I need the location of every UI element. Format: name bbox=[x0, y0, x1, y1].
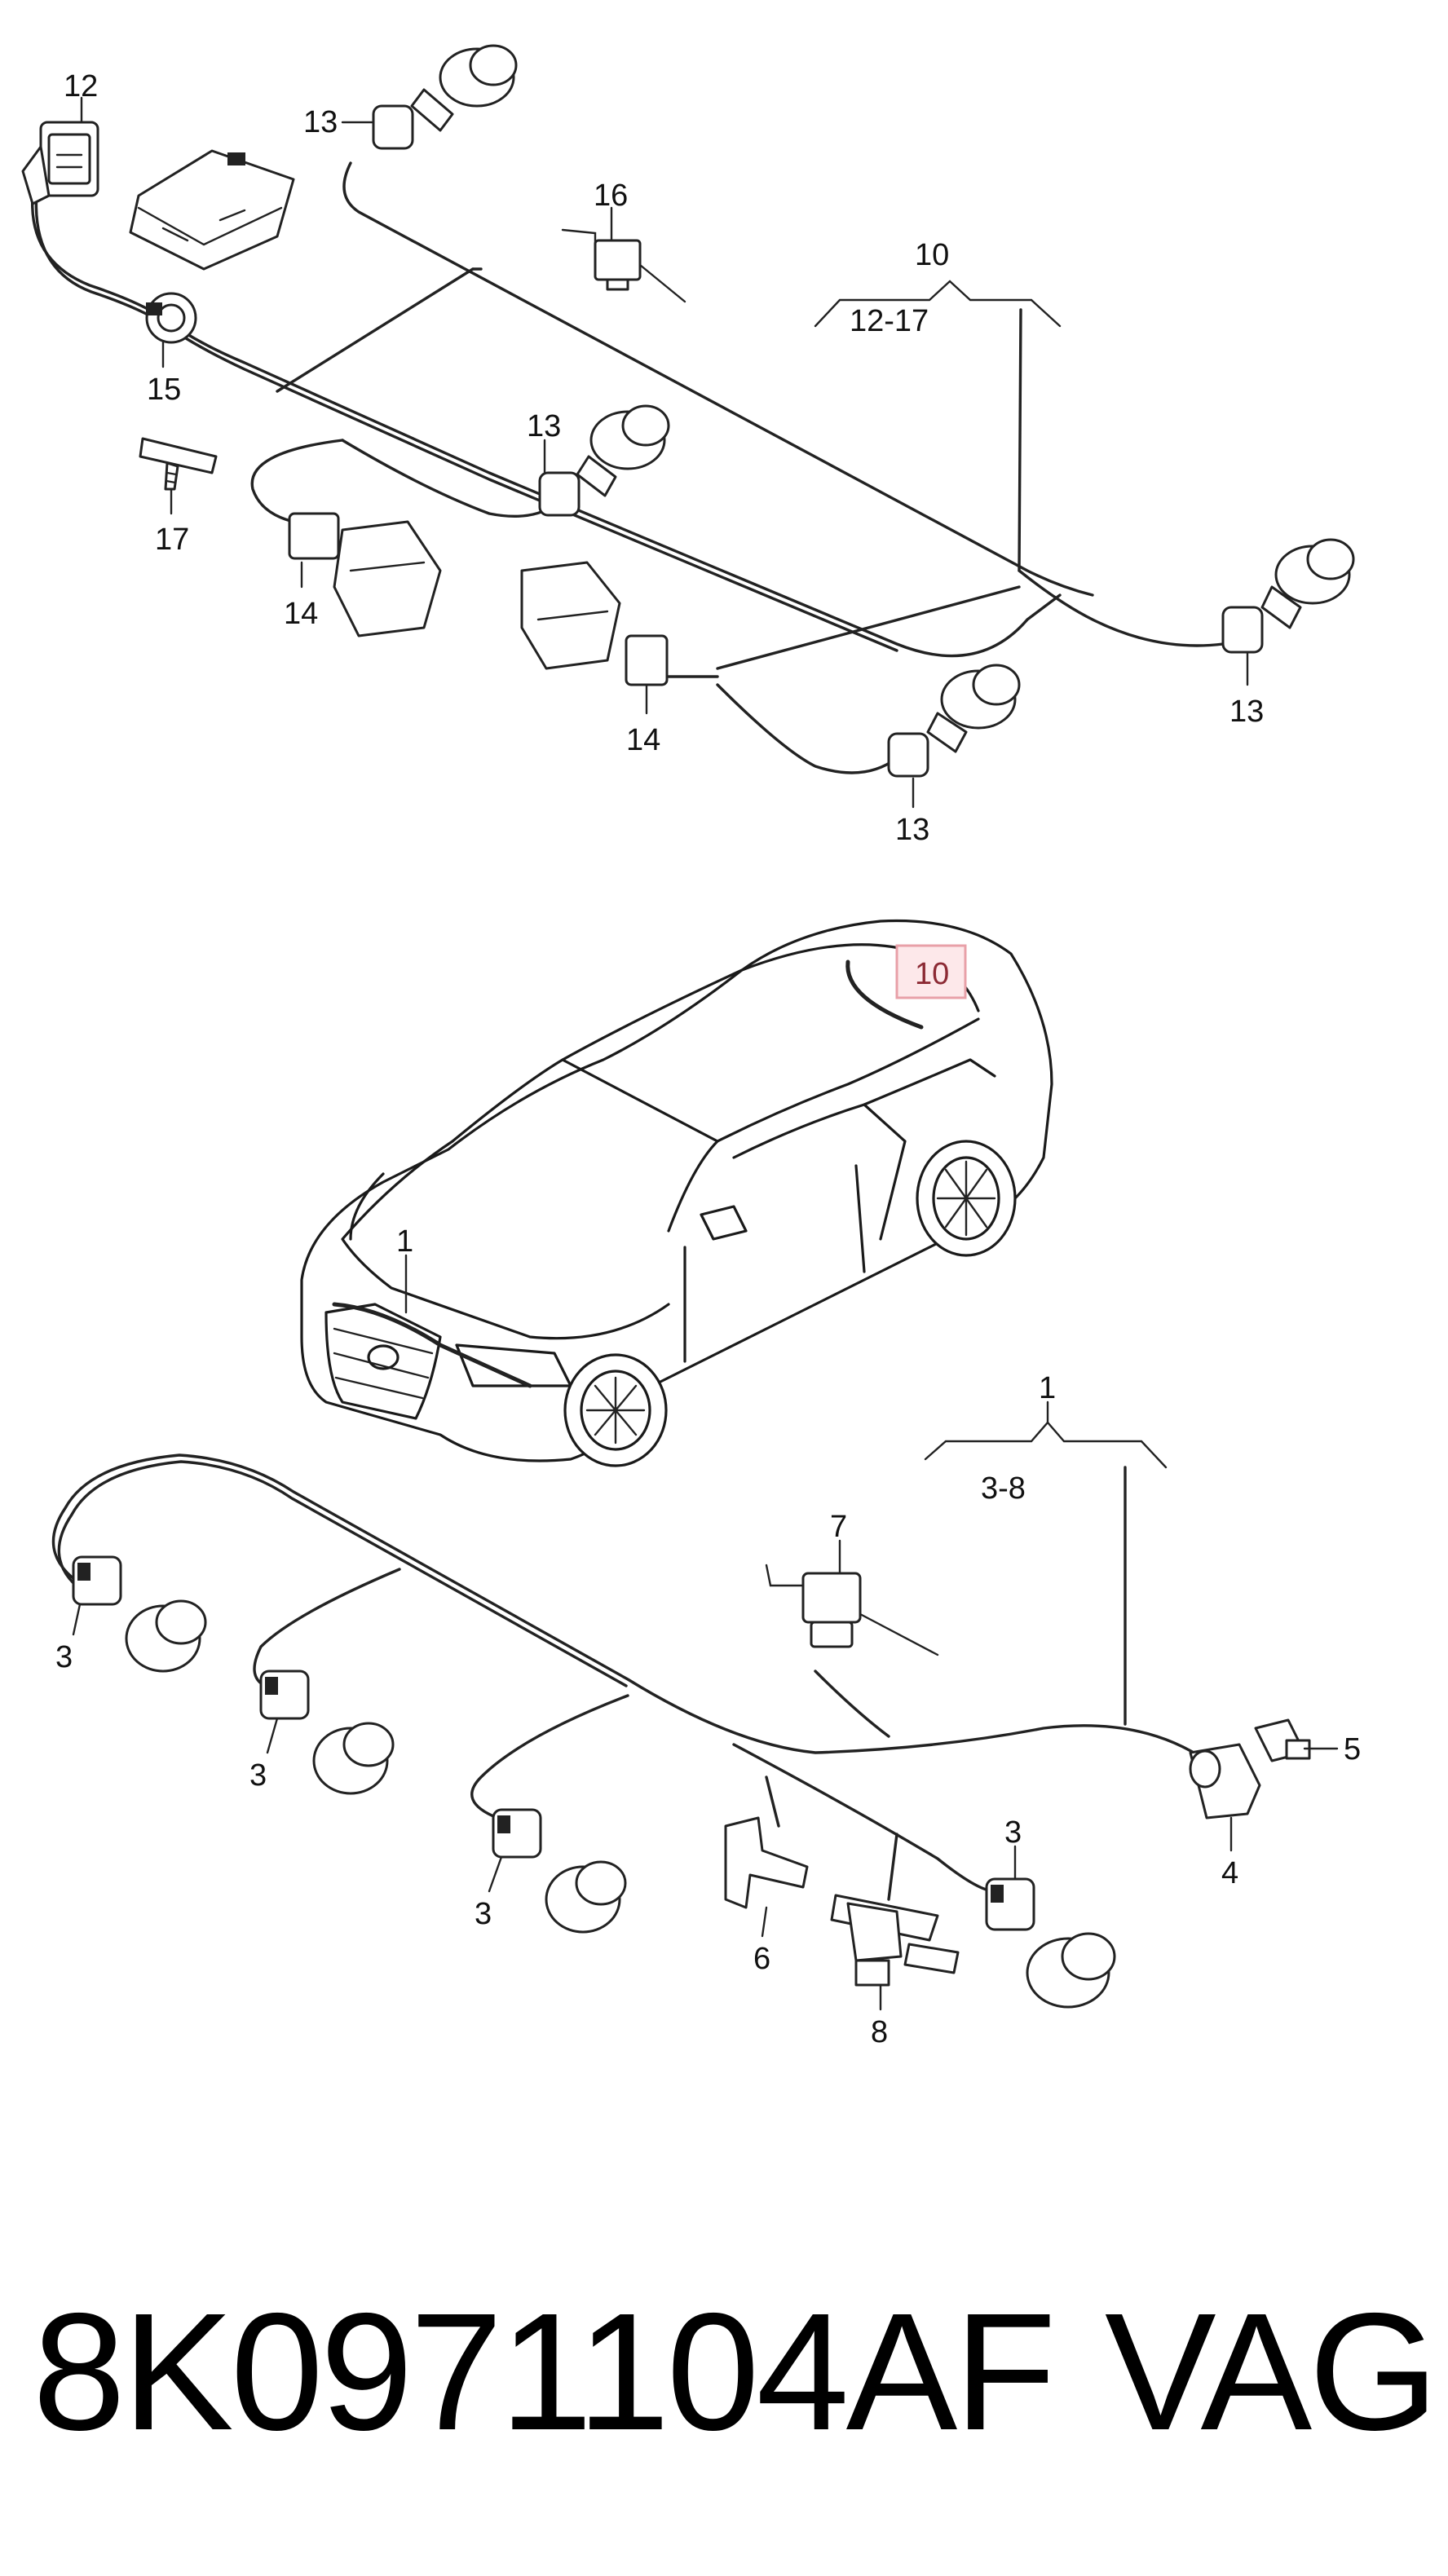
label-10-top: 10 bbox=[915, 238, 949, 272]
label-13d: 13 bbox=[895, 813, 929, 847]
clip-8[interactable] bbox=[830, 1894, 960, 1987]
label-7: 7 bbox=[830, 1510, 847, 1544]
leaders-bottom bbox=[72, 1400, 1339, 2011]
brand-name: VAG bbox=[1105, 2278, 1439, 2465]
module-14-right[interactable] bbox=[520, 561, 669, 686]
leaders-top bbox=[80, 96, 1249, 809]
label-1: 1 bbox=[1039, 1371, 1056, 1405]
label-3d: 3 bbox=[1004, 1815, 1022, 1850]
label-14a: 14 bbox=[284, 597, 318, 631]
parts-diagram: 12 13 16 10 12-17 15 17 13 14 14 13 13 1… bbox=[21, 44, 1361, 2049]
label-3b: 3 bbox=[249, 1758, 267, 1793]
label-17: 17 bbox=[155, 523, 189, 557]
connector-4[interactable] bbox=[1189, 1743, 1261, 1820]
car-illustration bbox=[300, 919, 1053, 1467]
sensor-13-top[interactable] bbox=[372, 44, 518, 150]
sensor-3-a[interactable] bbox=[72, 1555, 207, 1673]
label-3a: 3 bbox=[55, 1640, 73, 1674]
sensor-3-c[interactable] bbox=[492, 1808, 627, 1934]
bracket-6[interactable] bbox=[724, 1816, 809, 1909]
control-unit[interactable] bbox=[129, 149, 295, 271]
label-5: 5 bbox=[1344, 1732, 1361, 1767]
label-6: 6 bbox=[753, 1942, 770, 1976]
connector-12[interactable] bbox=[21, 121, 99, 205]
label-15: 15 bbox=[147, 373, 181, 407]
label-16: 16 bbox=[594, 179, 628, 213]
label-12-17: 12-17 bbox=[850, 304, 929, 338]
sensor-3-d[interactable] bbox=[985, 1877, 1116, 2009]
label-3c: 3 bbox=[475, 1897, 492, 1931]
clip-17[interactable] bbox=[139, 437, 218, 491]
callout-labels: 12 13 16 10 12-17 15 17 13 14 14 13 13 1… bbox=[55, 69, 1361, 2049]
module-14-left[interactable] bbox=[288, 512, 442, 637]
label-3-8: 3-8 bbox=[981, 1471, 1026, 1506]
sensor-13-mid[interactable] bbox=[538, 404, 670, 517]
clip-5[interactable] bbox=[1254, 1718, 1311, 1762]
bracket-16[interactable] bbox=[561, 228, 686, 303]
sensor-3-b[interactable] bbox=[259, 1670, 395, 1795]
label-8: 8 bbox=[871, 2015, 888, 2049]
label-4: 4 bbox=[1221, 1856, 1238, 1890]
label-12: 12 bbox=[64, 69, 98, 104]
label-1-car: 1 bbox=[396, 1224, 413, 1259]
label-13b: 13 bbox=[527, 409, 561, 443]
grommet-15[interactable] bbox=[145, 292, 197, 344]
part-number: 8K0971104AF bbox=[33, 2278, 1057, 2465]
label-13a: 13 bbox=[303, 105, 338, 139]
sensor-13-right[interactable] bbox=[1221, 538, 1355, 654]
bracket-7[interactable] bbox=[765, 1564, 939, 1656]
front-harness bbox=[51, 1453, 1208, 1901]
label-10-car: 10 bbox=[915, 957, 949, 991]
label-14b: 14 bbox=[626, 723, 660, 757]
label-13c: 13 bbox=[1229, 695, 1264, 729]
sensor-13-lower[interactable] bbox=[887, 664, 1021, 778]
